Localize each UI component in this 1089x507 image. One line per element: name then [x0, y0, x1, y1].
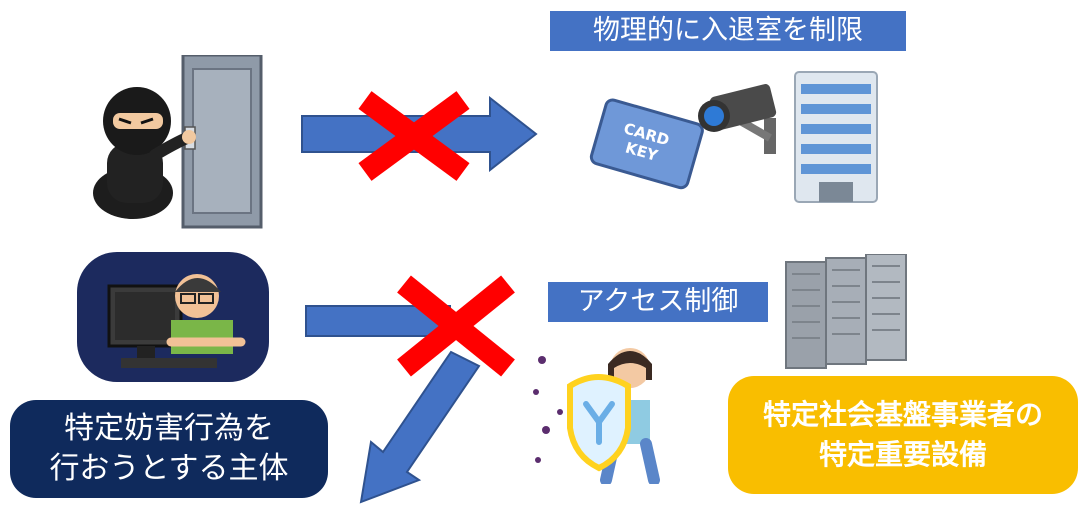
- attacker-label-box: 特定妨害行為を 行おうとする主体: [10, 400, 328, 498]
- critical-equipment-line1: 特定社会基盤事業者の: [762, 398, 1043, 431]
- shield-person-icon: [533, 348, 660, 484]
- cross-mark-icon: [397, 275, 515, 377]
- cross-mark-icon: [358, 91, 470, 181]
- critical-equipment-label-box: 特定社会基盤事業者の 特定重要設備: [728, 376, 1078, 494]
- burglar-icon: [93, 87, 196, 219]
- server-rack-icon: [785, 254, 907, 369]
- critical-equipment-line2: 特定重要設備: [818, 438, 987, 471]
- card-key-icon: CARD KEY: [588, 97, 706, 197]
- deflected-arrow: [359, 350, 481, 504]
- hacker-icon: [77, 252, 269, 382]
- door-icon: [181, 55, 263, 229]
- attacker-label-line2: 行おうとする主体: [49, 451, 289, 486]
- security-camera-icon: [698, 84, 777, 154]
- building-icon: [794, 71, 878, 203]
- access-control-label: アクセス制御: [548, 282, 768, 322]
- attacker-label-line1: 特定妨害行為を: [64, 411, 274, 446]
- physical-restriction-label: 物理的に入退室を制限: [550, 11, 906, 51]
- burglar-at-door-illustration: [93, 55, 263, 229]
